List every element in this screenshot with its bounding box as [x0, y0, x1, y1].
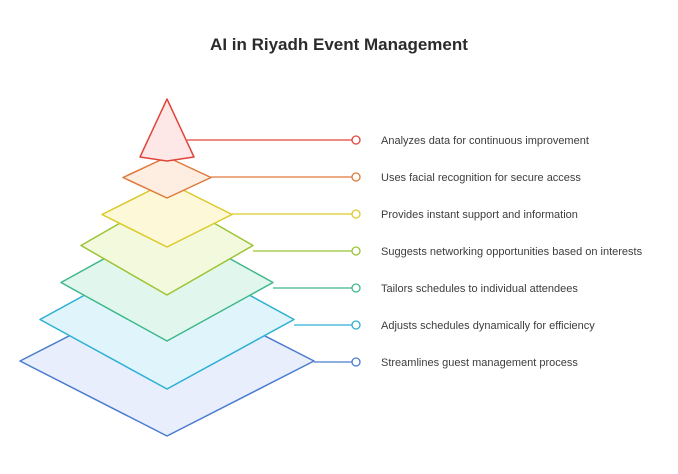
pyramid-layer-1	[139, 98, 195, 162]
diagram-title: AI in Riyadh Event Management	[210, 35, 468, 54]
connector-dot-6	[351, 320, 361, 330]
layer-label-2: Uses facial recognition for secure acces…	[381, 172, 581, 184]
layer-label-1: Analyzes data for continuous improvement	[381, 135, 589, 147]
pyramid-layers	[19, 98, 315, 437]
connector-dot-2	[351, 172, 361, 182]
layer-label-6: Adjusts schedules dynamically for effici…	[381, 320, 595, 332]
connector-dot-3	[351, 209, 361, 219]
connector-dot-1	[351, 135, 361, 145]
layer-label-3: Provides instant support and information	[381, 209, 578, 221]
layer-label-4: Suggests networking opportunities based …	[381, 246, 643, 258]
connectors: Analyzes data for continuous improvement…	[187, 135, 643, 369]
connector-dot-4	[351, 246, 361, 256]
layer-label-5: Tailors schedules to individual attendee…	[381, 283, 578, 295]
pyramid-layer-3	[101, 181, 233, 248]
pyramid-layer-2	[122, 156, 212, 199]
connector-dot-5	[351, 283, 361, 293]
connector-dot-7	[351, 357, 361, 367]
layer-label-7: Streamlines guest management process	[381, 357, 578, 369]
